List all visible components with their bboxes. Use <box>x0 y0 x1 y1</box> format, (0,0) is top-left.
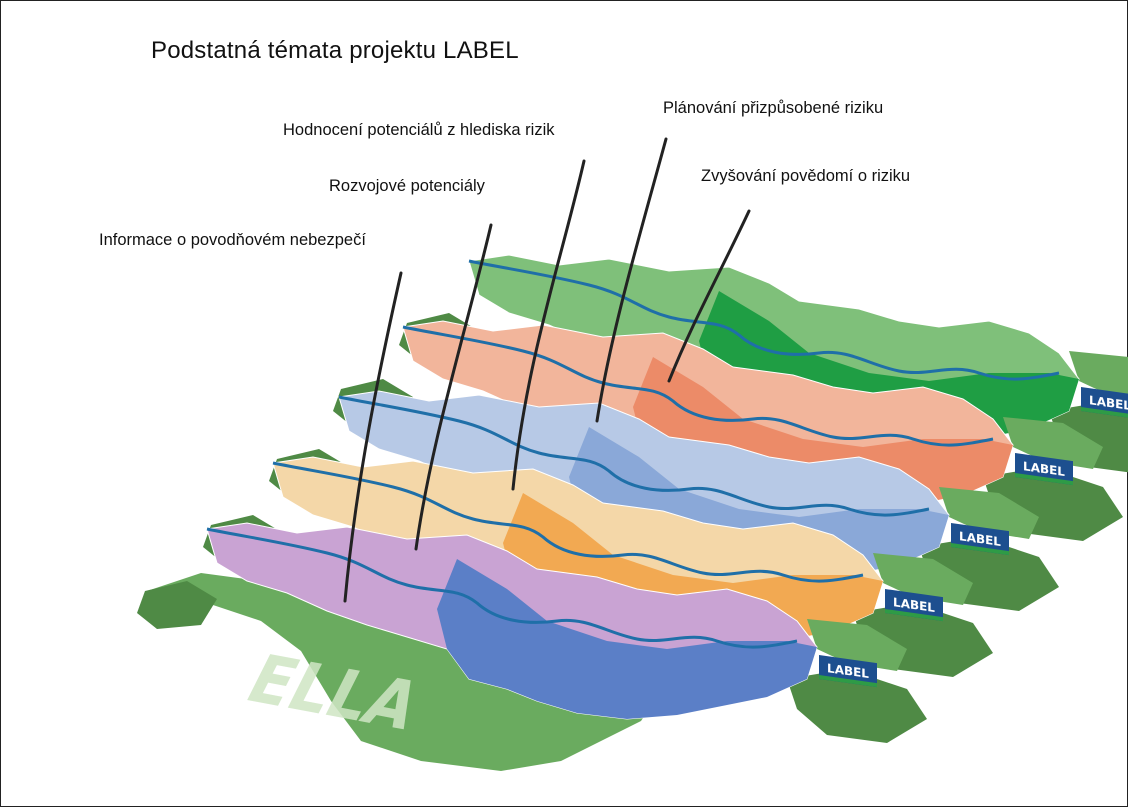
badge-stripe <box>819 675 877 688</box>
river-line <box>206 527 798 649</box>
leader-line <box>595 137 668 423</box>
badge-text: LABEL <box>827 661 869 681</box>
neighbour-region <box>873 553 973 605</box>
neighbour-region <box>807 619 907 671</box>
layer-label-flood-hazard: Informace o povodňovém nebezpečí <box>99 231 366 249</box>
page-title: Podstatná témata projektu LABEL <box>151 37 519 64</box>
layer-label-development-potentials: Rozvojové potenciály <box>329 177 485 195</box>
neighbour-region <box>939 487 1039 539</box>
badge-stripe <box>951 543 1009 556</box>
river-line <box>402 325 994 447</box>
layer-label-risk-awareness: Zvyšování povědomí o riziku <box>701 167 911 185</box>
river-line <box>272 461 864 583</box>
badge-stripe <box>885 609 943 622</box>
label-badge: LABEL <box>819 655 877 688</box>
badge-text: LABEL <box>1023 459 1065 479</box>
leader-line <box>511 159 586 491</box>
layer-label-risk-planning: Plánování přizpůsobené riziku <box>663 99 884 117</box>
neighbour-region <box>1003 417 1103 469</box>
label-badge: LABEL <box>951 523 1009 556</box>
badge-stripe <box>1015 473 1073 486</box>
river-line <box>468 259 1060 381</box>
leader-line <box>343 271 403 603</box>
base-region <box>147 573 661 771</box>
badge-text: LABEL <box>893 595 935 615</box>
label-badge: LABEL <box>1015 453 1073 486</box>
region-subarea <box>437 559 817 719</box>
neighbour-region <box>1049 401 1128 473</box>
neighbour-region <box>137 581 217 629</box>
badge-text: LABEL <box>1089 393 1128 413</box>
neighbour-region <box>787 669 927 743</box>
label-badge: LABEL <box>1081 387 1128 420</box>
label-badge: LABEL <box>885 589 943 622</box>
leader-line <box>414 223 493 551</box>
leader-line <box>667 209 751 383</box>
neighbour-region <box>1069 351 1128 399</box>
layer-label-risk-assessment: Hodnocení potenciálů z hlediska rizik <box>283 121 555 139</box>
badge-text: LABEL <box>959 529 1001 549</box>
river-line <box>338 395 930 517</box>
badge-stripe <box>1081 407 1128 420</box>
